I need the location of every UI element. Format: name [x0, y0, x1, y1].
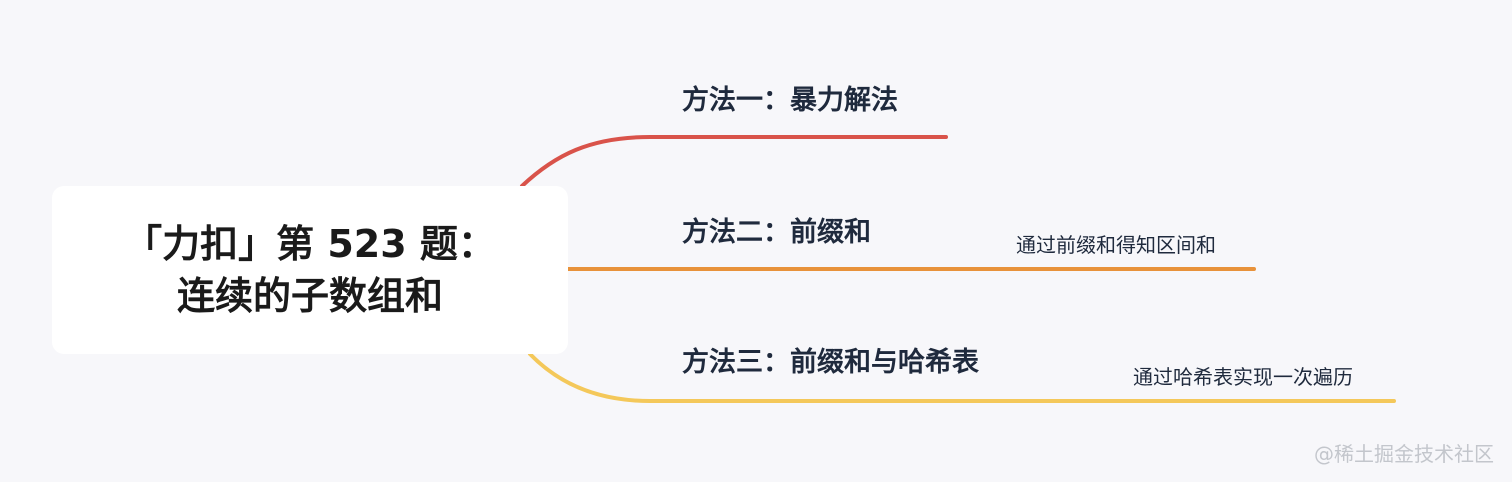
- branch-3-note: 通过哈希表实现一次遍历: [1133, 365, 1353, 389]
- watermark-text: @稀土掘金技术社区: [1314, 442, 1494, 466]
- branch-2-note: 通过前缀和得知区间和: [1016, 233, 1216, 257]
- root-title-line-2: 连续的子数组和: [176, 274, 443, 318]
- root-node: 「力扣」第 523 题： 连续的子数组和: [52, 186, 568, 354]
- branch-connector-3: [528, 352, 1396, 403]
- branch-connector-1: [520, 135, 948, 188]
- branch-3-label: 方法三：前缀和与哈希表: [682, 347, 979, 378]
- branch-2-label: 方法二：前缀和: [682, 217, 871, 248]
- branch-1-label: 方法一：暴力解法: [682, 85, 898, 116]
- root-title-line-1: 「力扣」第 523 题：: [124, 222, 496, 266]
